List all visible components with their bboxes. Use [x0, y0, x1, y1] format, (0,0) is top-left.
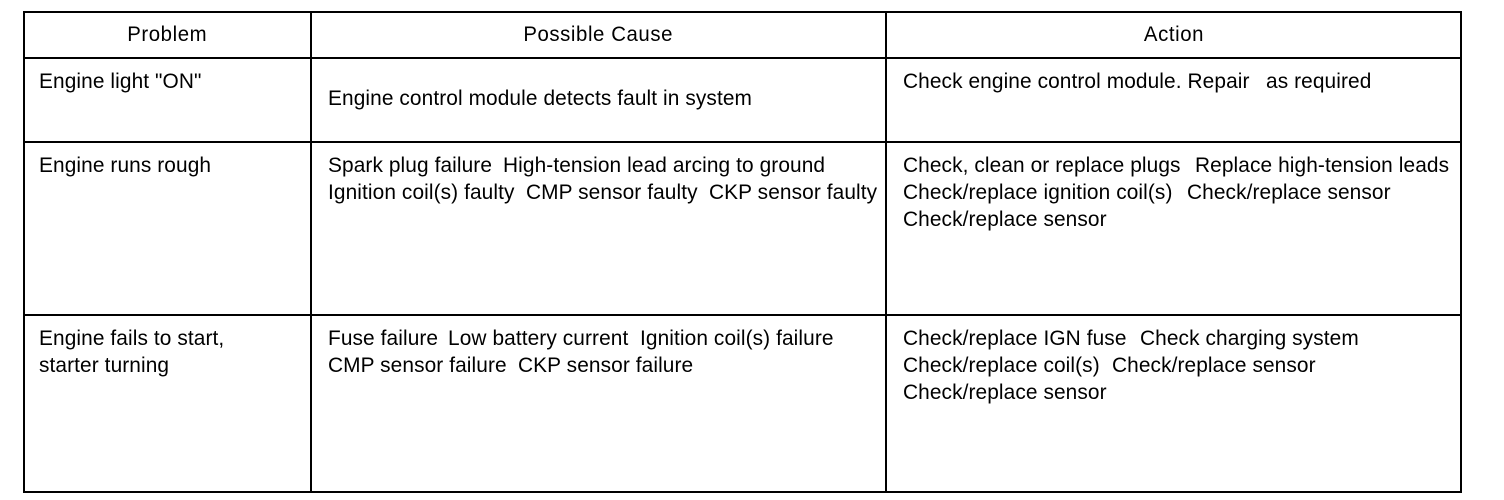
cause-line: High-tension lead arcing to ground — [503, 153, 826, 177]
cause-line: Ignition coil(s) failure — [639, 326, 834, 350]
cell-problem: Engine runs rough — [23, 141, 312, 316]
problem-line: Engine light "ON" — [39, 69, 202, 93]
cell-possible-cause: Engine control module detects fault in s… — [310, 57, 887, 143]
action-lines: Check engine control module. Repair as r… — [887, 59, 1460, 104]
table-row: Engine fails to start, starter turning F… — [23, 314, 1462, 493]
column-header-possible-cause-label: Possible Cause — [523, 23, 674, 46]
cause-line: Spark plug failure — [328, 153, 493, 177]
cell-action: Check, clean or replace plugs Replace hi… — [885, 141, 1462, 316]
cause-lines: Fuse failure Low battery current Ignitio… — [312, 316, 885, 389]
cause-line: CMP sensor failure — [328, 353, 507, 377]
troubleshooting-table: Problem Possible Cause Action Engine lig… — [23, 11, 1462, 493]
problem-line: starter turning — [39, 353, 170, 377]
action-line: Check engine control module. Repair — [903, 69, 1250, 93]
table-header: Problem Possible Cause Action — [23, 11, 1462, 59]
problem-line: Engine runs rough — [39, 153, 212, 177]
action-lines: Check/replace IGN fuse Check charging sy… — [887, 316, 1460, 416]
cell-problem: Engine fails to start, starter turning — [23, 314, 312, 493]
header-row: Problem Possible Cause Action — [23, 11, 1462, 59]
cause-line: Low battery current — [447, 326, 628, 350]
cause-line: CKP sensor failure — [518, 353, 694, 377]
cause-line: Engine control module detects fault in s… — [328, 86, 753, 110]
cause-lines: Engine control module detects fault in s… — [312, 59, 885, 121]
cause-line: CKP sensor faulty — [709, 180, 878, 204]
cause-line: Fuse failure — [328, 326, 439, 350]
column-header-problem-label: Problem — [127, 23, 208, 46]
column-header-problem: Problem — [23, 11, 312, 59]
table-body: Engine light "ON" Engine control module … — [23, 57, 1462, 493]
action-line: Check/replace sensor — [1111, 353, 1316, 377]
action-line: Check charging system — [1139, 326, 1359, 350]
action-line: Check/replace sensor — [1186, 180, 1391, 204]
action-lines: Check, clean or replace plugs Replace hi… — [887, 143, 1460, 243]
column-header-action: Action — [885, 11, 1462, 59]
action-line: Check/replace coil(s) — [903, 353, 1100, 377]
problem-line: Engine fails to start, — [39, 326, 225, 350]
cell-possible-cause: Fuse failure Low battery current Ignitio… — [310, 314, 887, 493]
cell-action: Check engine control module. Repair as r… — [885, 57, 1462, 143]
cause-line: CMP sensor faulty — [526, 180, 699, 204]
action-line: Replace high-tension leads — [1195, 153, 1450, 177]
column-header-action-label: Action — [1143, 23, 1204, 46]
cell-problem: Engine light "ON" — [23, 57, 312, 143]
cell-possible-cause: Spark plug failure High-tension lead arc… — [310, 141, 887, 316]
cause-line: Ignition coil(s) faulty — [328, 180, 515, 204]
action-line: Check/replace sensor — [903, 207, 1107, 231]
action-line: as required — [1266, 69, 1372, 93]
problem-lines: Engine light "ON" — [25, 59, 310, 104]
cause-lines: Spark plug failure High-tension lead arc… — [312, 143, 885, 216]
action-line: Check/replace IGN fuse — [903, 326, 1127, 350]
problem-lines: Engine fails to start, starter turning — [25, 316, 310, 389]
action-line: Check, clean or replace plugs — [903, 153, 1181, 177]
column-header-possible-cause: Possible Cause — [310, 11, 887, 59]
cell-action: Check/replace IGN fuse Check charging sy… — [885, 314, 1462, 493]
action-line: Check/replace sensor — [903, 380, 1107, 404]
table-row: Engine runs rough Spark plug failure Hig… — [23, 141, 1462, 316]
action-line: Check/replace ignition coil(s) — [903, 180, 1173, 204]
table-row: Engine light "ON" Engine control module … — [23, 57, 1462, 143]
problem-lines: Engine runs rough — [25, 143, 310, 188]
